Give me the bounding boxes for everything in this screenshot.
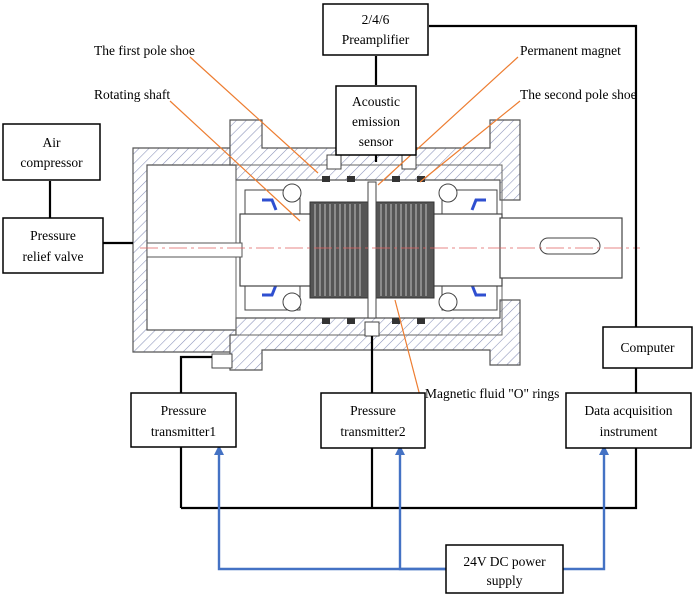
o-ring-2: [347, 176, 355, 182]
leader-first-pole-shoe: [189, 56, 319, 174]
ground-bus: [181, 448, 638, 510]
leader-rotating-shaft: [169, 100, 301, 222]
right-seal-lip-top: [470, 198, 486, 211]
seal-teeth-lines: [314, 204, 427, 296]
left-seal-lip-bottom: [262, 284, 278, 297]
pressure-port-left: [211, 353, 233, 369]
bolt-top-left: [326, 154, 342, 170]
sensor-label-3: sensor: [359, 134, 394, 149]
box-air-compressor: Air compressor: [2, 123, 101, 181]
o-ring-6: [347, 318, 355, 324]
callout-second-pole-shoe: The second pole shoe: [520, 87, 637, 102]
box-pressure-relief-valve: Pressure relief valve: [2, 217, 104, 274]
o-ring-8: [417, 318, 425, 324]
box-pressure-transmitter1: Pressure transmitter1: [130, 392, 237, 448]
left-seal-lip-top: [262, 198, 278, 211]
pt2-label-1: Pressure: [350, 403, 396, 418]
arrow-pt1: [214, 445, 224, 455]
sensor-label-1: Acoustic: [352, 94, 400, 109]
arrow-daq: [599, 445, 609, 455]
power-line-pt2: [398, 451, 446, 571]
power-supply-label-1: 24V DC power: [463, 554, 546, 569]
o-ring-5: [322, 318, 330, 324]
daq-label-2: instrument: [600, 424, 658, 439]
second-pole-shoe-teeth: [375, 201, 435, 299]
leader-second-pole-shoe: [419, 100, 521, 183]
box-data-acquisition-instrument: Data acquisition instrument: [565, 392, 692, 449]
preamplifier-label-1: 2/4/6: [362, 12, 390, 27]
o-ring-1: [322, 176, 330, 182]
line-pt1-housing: [179, 355, 212, 393]
pt1-label-1: Pressure: [161, 403, 207, 418]
power-lines: [214, 445, 609, 571]
callout-leaders: [169, 56, 521, 397]
permanent-magnet: [367, 181, 377, 319]
box-computer: Computer: [602, 326, 693, 369]
shaft-keyway: [539, 237, 601, 255]
o-ring-4: [417, 176, 425, 182]
sensor-label-2: emission: [352, 114, 400, 129]
line-preamp-computer: [429, 24, 638, 327]
leader-o-rings: [394, 299, 421, 397]
box-pressure-transmitter2: Pressure transmitter2: [320, 392, 426, 449]
pressure-relief-valve-label-2: relief valve: [22, 249, 83, 264]
air-compressor-label-2: compressor: [20, 155, 83, 170]
shaft-left-stub: [146, 242, 243, 258]
leader-permanent-magnet: [377, 56, 519, 186]
box-power-supply: 24V DC power supply: [445, 544, 564, 594]
box-preamplifier: 2/4/6 Preamplifier: [322, 3, 429, 56]
o-ring-7: [392, 318, 400, 324]
pressure-relief-valve-label-1: Pressure: [30, 228, 76, 243]
arrow-pt2: [395, 445, 405, 455]
callout-o-rings: Magnetic fluid "O" rings: [425, 386, 559, 401]
callout-first-pole-shoe: The first pole shoe: [94, 43, 195, 58]
box-acoustic-emission-sensor: Acoustic emission sensor: [335, 85, 417, 156]
right-bearing-ball-bottom: [438, 292, 458, 312]
left-bearing-ball-bottom: [282, 292, 302, 312]
air-compressor-label-1: Air: [43, 135, 62, 150]
power-supply-label-2: supply: [486, 573, 522, 588]
preamplifier-label-2: Preamplifier: [342, 32, 410, 47]
daq-label-1: Data acquisition: [584, 403, 672, 418]
callout-permanent-magnet: Permanent magnet: [520, 43, 621, 58]
right-bearing-ball-top: [438, 183, 458, 203]
right-seal-lip-bottom: [470, 284, 486, 297]
computer-label: Computer: [621, 340, 675, 355]
power-line-daq: [563, 451, 606, 571]
pressure-port-bottom: [364, 321, 380, 337]
first-pole-shoe-teeth: [309, 201, 369, 299]
left-bearing-ball-top: [282, 183, 302, 203]
pt1-label-2: transmitter1: [151, 424, 216, 439]
o-ring-3: [392, 176, 400, 182]
power-line-pt1: [217, 451, 446, 571]
pt2-label-2: transmitter2: [340, 424, 405, 439]
signal-lines: [48, 24, 638, 510]
seal-assembly-drawing: [132, 119, 640, 371]
callout-rotating-shaft: Rotating shaft: [94, 87, 170, 102]
